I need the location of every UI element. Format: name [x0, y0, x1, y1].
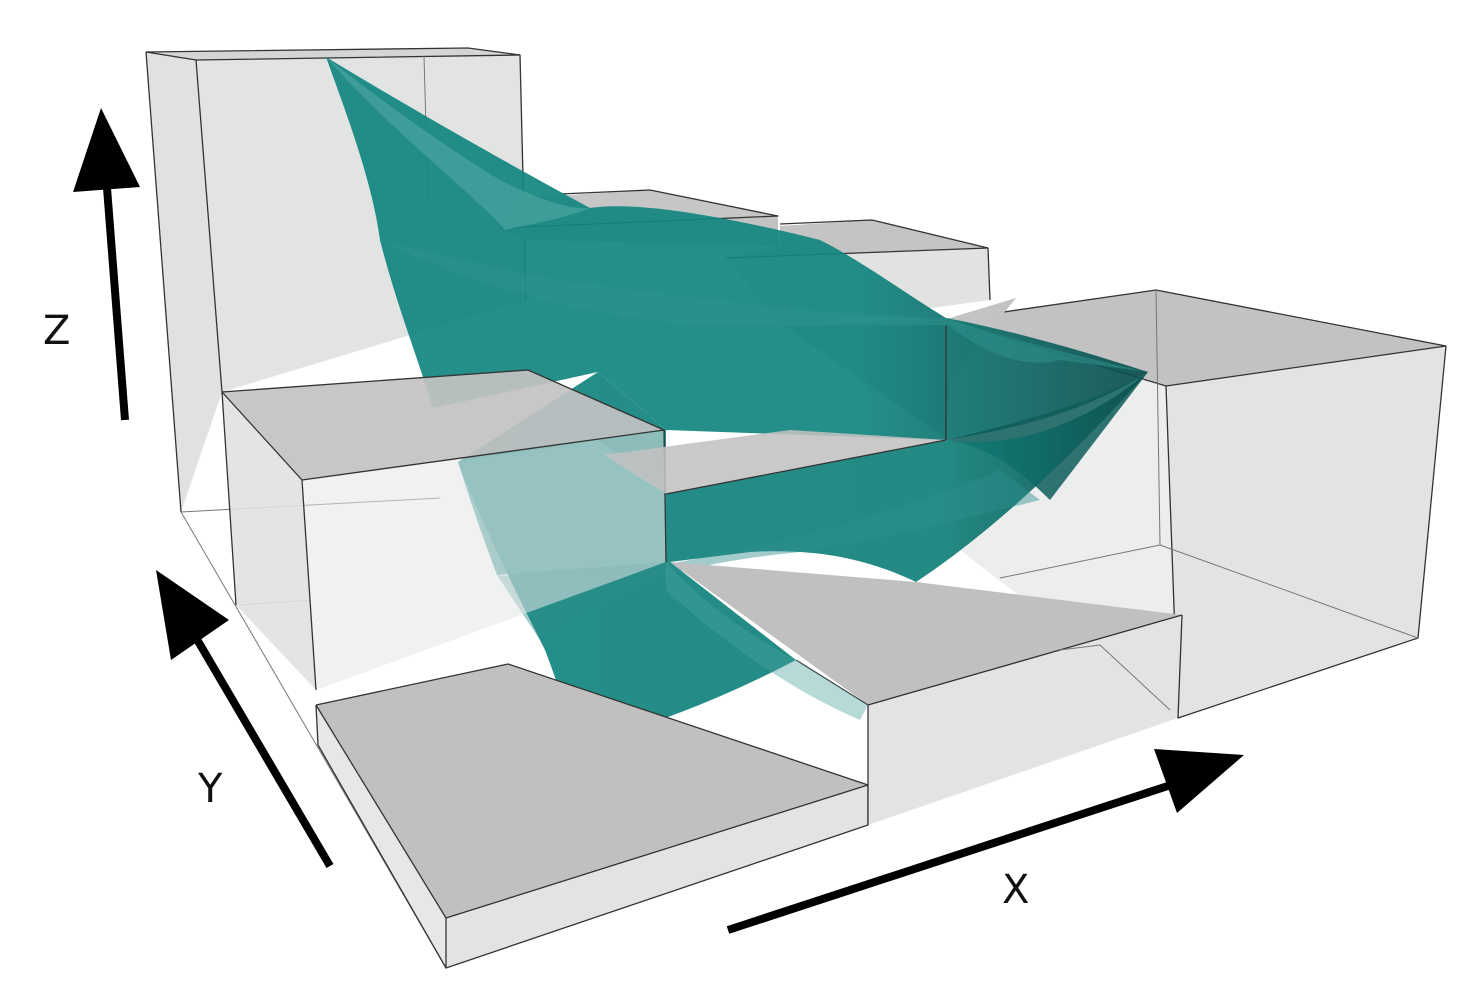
back-right-box-edges — [725, 219, 989, 259]
left-box-front — [302, 430, 666, 690]
tall-column-edge-top — [145, 51, 521, 61]
middle-step-edge — [665, 439, 947, 495]
surface-upper-light-band — [326, 57, 590, 230]
mid-floor-front — [868, 615, 1182, 825]
right-box-edge-front-right — [1165, 345, 1447, 719]
tall-column-left-face — [146, 52, 222, 512]
left-box-top — [222, 370, 664, 480]
right-box-front — [1166, 346, 1446, 718]
surface-upper-fold-band — [380, 240, 1148, 372]
front-slab-top — [316, 664, 868, 918]
right-box-inner-edge2 — [999, 544, 1161, 579]
front-slab-front — [446, 785, 868, 968]
left-box-left — [222, 392, 316, 690]
surface-lower-fold-band — [497, 470, 1040, 640]
foreground-boxes — [221, 326, 1183, 969]
axes: Z Y X — [43, 108, 1244, 934]
mid-floor-top — [670, 562, 1182, 705]
left-box-edge-v1 — [301, 479, 317, 691]
tall-column-edge-left — [145, 51, 182, 513]
right-box-top — [948, 290, 1446, 386]
back-right-box-edge-v — [987, 247, 991, 301]
z-axis-label: Z — [43, 308, 70, 354]
x-axis-label: X — [1002, 867, 1029, 913]
surface-upper-main — [326, 57, 1148, 440]
x-axis-arrow — [726, 749, 1244, 934]
left-box-edge-v3 — [221, 391, 237, 606]
front-slab-edge-left — [315, 704, 319, 746]
middle-step-top — [604, 430, 946, 494]
surface-front-strip — [666, 562, 868, 720]
tall-column-edge-mid — [195, 59, 223, 393]
y-axis-arrow — [156, 570, 334, 869]
y-axis-label: Y — [197, 766, 223, 812]
mid-floor-inner — [1059, 644, 1171, 711]
front-slab-left — [316, 705, 446, 968]
z-axis-arrow — [73, 108, 140, 421]
mid-floor-edge-right — [1177, 614, 1183, 719]
